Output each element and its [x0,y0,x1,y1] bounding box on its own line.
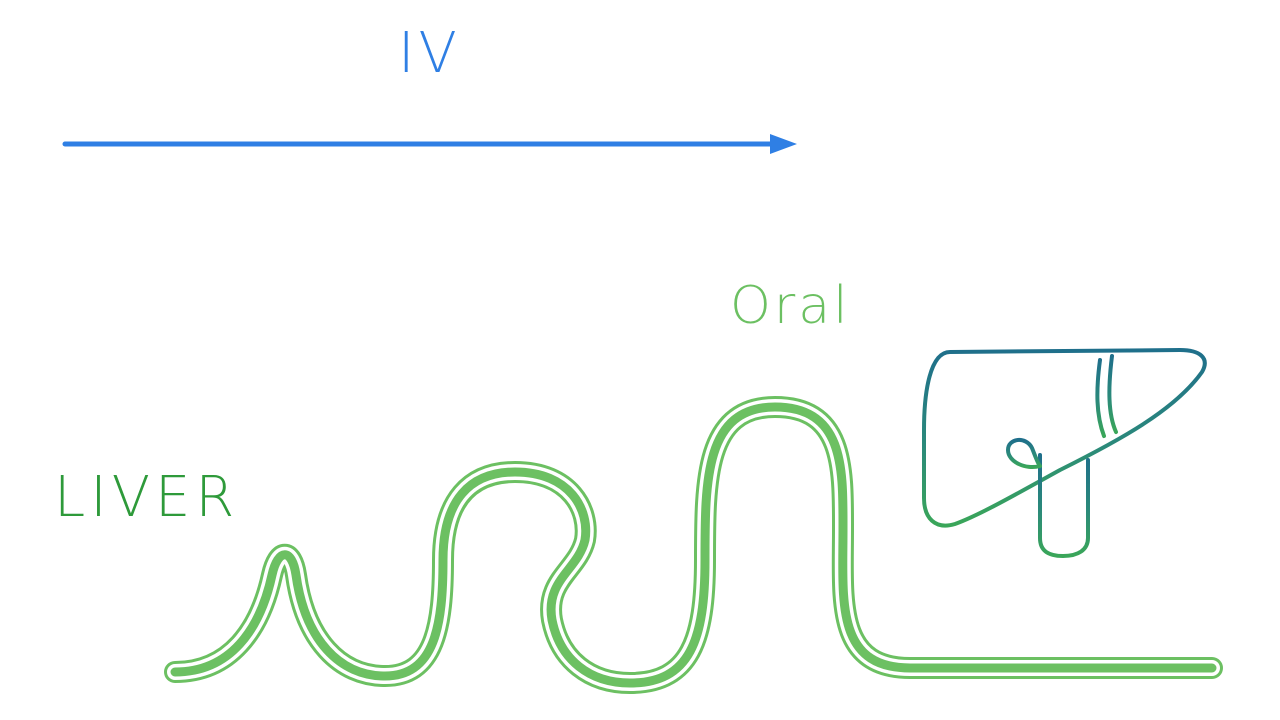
intestine-core-stroke [170,402,1217,688]
oral-label: Oral [730,276,851,336]
liver-label: LIVER [54,465,240,530]
iv-label: IV [398,21,461,86]
liver-icon [922,348,1207,558]
intestine-path [164,396,1223,694]
iv-arrow-icon [62,134,797,154]
